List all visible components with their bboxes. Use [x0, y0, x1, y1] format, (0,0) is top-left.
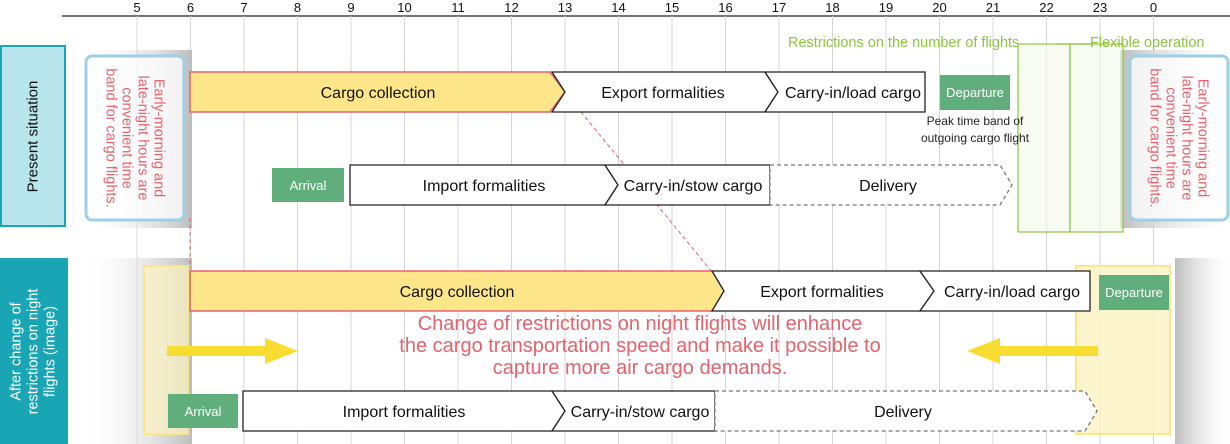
hour-tick-labels: 5 6 7 8 9 10 11 12 13 14 15 16 17 18 19 20 21 22 23 0: [133, 0, 1157, 15]
after-arrival-label: Arrival: [185, 404, 222, 419]
restriction-box-23: [1069, 43, 1124, 233]
after-carry-in-load-label: Carry-in/load cargo: [944, 284, 1080, 301]
guide-line-shift: [562, 89, 713, 273]
tick-label-17: 17: [772, 0, 786, 15]
present-arrival-box: [272, 168, 344, 202]
present-departure-label: Departure: [946, 85, 1004, 100]
early-note: Early-morning and late-night hours are c…: [86, 56, 184, 220]
tick-label-15: 15: [665, 0, 679, 15]
tick-label-8: 8: [294, 0, 301, 15]
late-note: Early-morning and late-night hours are c…: [1130, 56, 1228, 220]
tick-label-14: 14: [611, 0, 625, 15]
present-carry-in-load-label: Carry-in/load cargo: [785, 85, 921, 102]
present-delivery-bar: [769, 164, 1013, 206]
present-cargo-collection-bar: [189, 71, 566, 113]
after-change-line-2: restrictions on night: [25, 288, 42, 414]
tick-label-5: 5: [133, 0, 140, 15]
after-arrival-box: [168, 394, 238, 428]
flexible-operation-label: Flexible operation: [1090, 35, 1205, 51]
late-note-box: [1128, 54, 1230, 222]
tick-label-0: 0: [1150, 0, 1157, 15]
after-import-formalities-label: Import formalities: [343, 404, 466, 421]
restriction-box-22: [1017, 43, 1071, 233]
peak-time-note: Peak time band of outgoing cargo flight: [920, 114, 1030, 145]
after-carry-in-load-bar: [918, 270, 1091, 312]
tick-label-13: 13: [558, 0, 572, 15]
after-departure-box: [1099, 275, 1169, 310]
present-situation-label: Present situation: [24, 80, 42, 192]
after-change-line-3: flights (image): [42, 305, 59, 397]
tick-label-19: 19: [879, 0, 893, 15]
tick-label-9: 9: [347, 0, 354, 15]
tick-label-21: 21: [986, 0, 1000, 15]
tick-label-23: 23: [1093, 0, 1107, 15]
after-delivery-label: Delivery: [874, 404, 932, 421]
tick-label-20: 20: [932, 0, 946, 15]
change-message: Change of restrictions on night flights …: [399, 313, 881, 379]
early-note-box: [84, 54, 186, 222]
present-export-formalities-label: Export formalities: [601, 85, 725, 102]
shift-right-arrow: [167, 338, 298, 364]
after-row-header: [0, 258, 68, 444]
present-cargo-collection-label: Cargo collection: [321, 85, 436, 102]
tick-label-18: 18: [825, 0, 839, 15]
after-departure-label: Departure: [1105, 285, 1163, 300]
after-cargo-collection-label: Cargo collection: [400, 284, 515, 301]
after-carry-in-stow-bar: [550, 390, 716, 432]
tick-label-6: 6: [187, 0, 194, 15]
present-carry-in-load-bar: [763, 71, 926, 113]
after-delivery-bar: [714, 390, 1098, 432]
present-import-formalities-label: Import formalities: [423, 178, 546, 195]
restrictions-label: Restrictions on the number of flights: [788, 35, 1020, 51]
late-note-text: Early-morning and late-night hours are c…: [1147, 68, 1212, 208]
after-change-line-1: After change of: [8, 301, 25, 401]
present-carry-in-stow-label: Carry-in/stow cargo: [624, 178, 763, 195]
present-carry-in-stow-bar: [603, 164, 771, 206]
after-late-shade: [1175, 258, 1230, 444]
present-situation-label-box: Present situation: [1, 46, 65, 226]
tick-label-11: 11: [451, 0, 465, 15]
tick-label-7: 7: [240, 0, 247, 15]
shift-left-arrow: [967, 338, 1098, 364]
tick-label-16: 16: [718, 0, 732, 15]
tick-label-22: 22: [1039, 0, 1053, 15]
present-row-header: [0, 45, 66, 227]
tick-label-10: 10: [397, 0, 411, 15]
tick-label-12: 12: [504, 0, 518, 15]
present-arrival-label: Arrival: [290, 178, 327, 193]
after-carry-in-stow-label: Carry-in/stow cargo: [571, 404, 710, 421]
present-departure-box: [940, 75, 1010, 110]
after-export-formalities-label: Export formalities: [760, 284, 884, 301]
early-note-text: Early-morning and late-night hours are c…: [103, 68, 168, 208]
present-delivery-label: Delivery: [859, 178, 917, 195]
